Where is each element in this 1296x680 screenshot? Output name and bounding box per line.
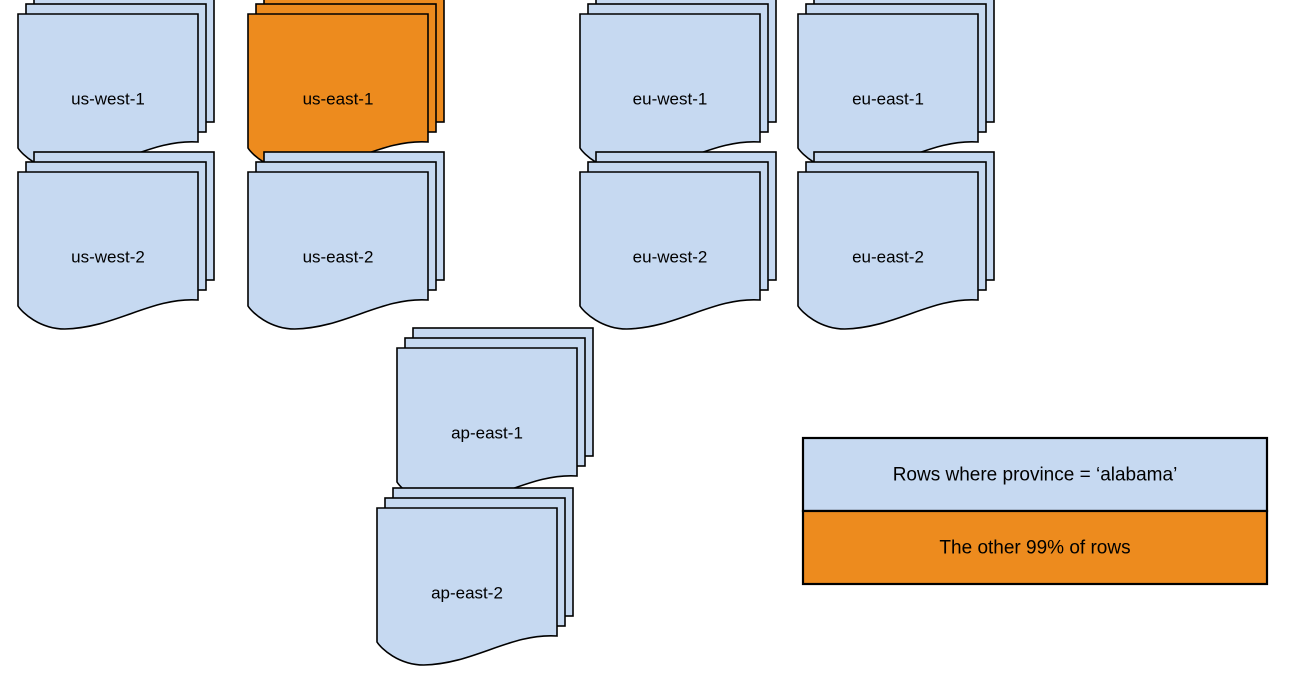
region-stack-eu-west-2[interactable]: eu-west-2 xyxy=(579,151,777,330)
region-label-us-east-2: us-east-2 xyxy=(303,247,374,266)
legend-row-other-text: The other 99% of rows xyxy=(939,538,1130,559)
region-stack-us-east-1[interactable]: us-east-1 xyxy=(247,0,445,172)
region-label-ap-east-2: ap-east-2 xyxy=(431,583,503,602)
region-stack-ap-east-2[interactable]: ap-east-2 xyxy=(376,487,574,666)
legend-row-alabama-swatch xyxy=(801,436,1269,513)
region-label-eu-west-2: eu-west-2 xyxy=(633,247,708,266)
region-stack-eu-east-1[interactable]: eu-east-1 xyxy=(797,0,995,172)
region-label-eu-east-2: eu-east-2 xyxy=(852,247,924,266)
region-label-eu-east-1: eu-east-1 xyxy=(852,89,924,108)
stack-sheet-us-west-2-front xyxy=(17,171,199,330)
region-label-ap-east-1: ap-east-1 xyxy=(451,423,523,442)
region-stack-us-west-1[interactable]: us-west-1 xyxy=(17,0,215,172)
stack-sheet-ap-east-2-front xyxy=(376,507,558,666)
stack-sheet-eu-east-2-front xyxy=(797,171,979,330)
stack-sheet-eu-west-2-front xyxy=(579,171,761,330)
region-stack-eu-east-2[interactable]: eu-east-2 xyxy=(797,151,995,330)
legend-row-alabama-text: Rows where province = ‘alabama’ xyxy=(893,465,1178,486)
region-label-eu-west-1: eu-west-1 xyxy=(633,89,708,108)
region-stack-ap-east-1[interactable]: ap-east-1 xyxy=(396,327,594,506)
region-label-us-west-2: us-west-2 xyxy=(71,247,145,266)
region-label-us-west-1: us-west-1 xyxy=(71,89,145,108)
region-stack-us-east-2[interactable]: us-east-2 xyxy=(247,151,445,330)
region-stack-us-west-2[interactable]: us-west-2 xyxy=(17,151,215,330)
legend-row-alabama: Rows where province = ‘alabama’ xyxy=(801,436,1269,513)
region-stack-eu-west-1[interactable]: eu-west-1 xyxy=(579,0,777,172)
region-label-us-east-1: us-east-1 xyxy=(303,89,374,108)
legend-row-other: The other 99% of rows xyxy=(801,509,1269,586)
stack-sheet-us-east-2-front xyxy=(247,171,429,330)
stacks-layer: us-west-1 us-east-1 eu-west-1 eu-east-1 us-w… xyxy=(17,0,995,666)
legend-row-other-swatch xyxy=(801,509,1269,586)
legend-box: Rows where province = ‘alabama’ The other… xyxy=(801,436,1269,586)
